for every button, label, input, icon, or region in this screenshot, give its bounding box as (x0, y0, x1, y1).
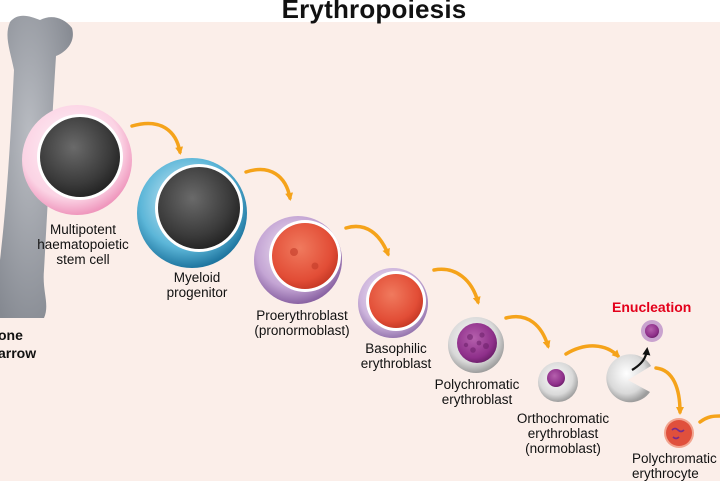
label-basophilic-line2: erythroblast (360, 356, 432, 371)
arrow-2 (244, 167, 294, 201)
label-proerythroblast-line2: (pronormoblast) (254, 323, 350, 338)
label-stem-cell-line1: Multipotent (49, 222, 117, 237)
cell-stem (22, 105, 132, 215)
diagram-title: Erythropoiesis (281, 0, 467, 24)
arrow-4 (432, 267, 481, 305)
arrow-7 (654, 366, 684, 415)
label-orthochromatic-line3: (normoblast) (525, 441, 601, 456)
label-proerythroblast: Proerythroblast (pronormoblast) (240, 308, 364, 338)
arrow-8 (698, 414, 720, 424)
arrow-5 (504, 314, 551, 349)
label-proerythroblast-line1: Proerythroblast (256, 308, 348, 323)
label-basophilic-line1: Basophilic (365, 341, 427, 356)
title-band (0, 0, 720, 22)
arrow-6 (564, 344, 621, 359)
label-orthochromatic-line2: erythroblast (527, 426, 599, 441)
bone-marrow-label-line2: arrow (0, 345, 37, 361)
label-erythrocyte-line2: erythrocyte (632, 466, 699, 481)
label-polychromatic-erythroblast: Polychromatic erythroblast (422, 377, 532, 407)
label-stem-cell-line3: stem cell (56, 252, 110, 267)
label-erythrocyte-line1: Polychromatic (632, 451, 717, 466)
cell-proerythroblast (254, 216, 342, 304)
bone-marrow-label-line1: one (0, 327, 23, 343)
bone-marrow-label: one arrow (0, 326, 36, 362)
label-polychromatic-line1: Polychromatic (434, 377, 520, 392)
cell-polychromatic-erythroblast (448, 317, 504, 373)
cell-enucleating (606, 347, 651, 403)
label-polychromatic-line2: erythroblast (441, 392, 513, 407)
label-myeloid-line1: Myeloid (173, 270, 221, 285)
cell-basophilic-erythroblast (358, 268, 428, 338)
enucleation-label: Enucleation (612, 299, 692, 315)
expelled-nucleus (641, 320, 663, 342)
label-stem-cell: Multipotent haematopoietic stem cell (28, 222, 138, 267)
label-orthochromatic-erythroblast: Orthochromatic erythroblast (normoblast) (504, 411, 622, 456)
label-myeloid-line2: progenitor (166, 285, 228, 300)
cell-orthochromatic-erythroblast (538, 362, 578, 402)
arrow-3 (344, 224, 390, 257)
enucleation-arrow (631, 347, 651, 371)
arrow-1 (130, 121, 184, 155)
label-orthochromatic-line1: Orthochromatic (516, 411, 610, 426)
label-stem-cell-line2: haematopoietic (37, 237, 129, 252)
label-polychromatic-erythrocyte: Polychromatic erythrocyte (632, 451, 717, 481)
label-myeloid-progenitor: Myeloid progenitor (152, 270, 242, 300)
label-basophilic-erythroblast: Basophilic erythroblast (346, 341, 446, 371)
cell-myeloid-progenitor (137, 158, 247, 268)
cell-polychromatic-erythrocyte (664, 418, 694, 448)
progression-arrows (130, 121, 720, 424)
